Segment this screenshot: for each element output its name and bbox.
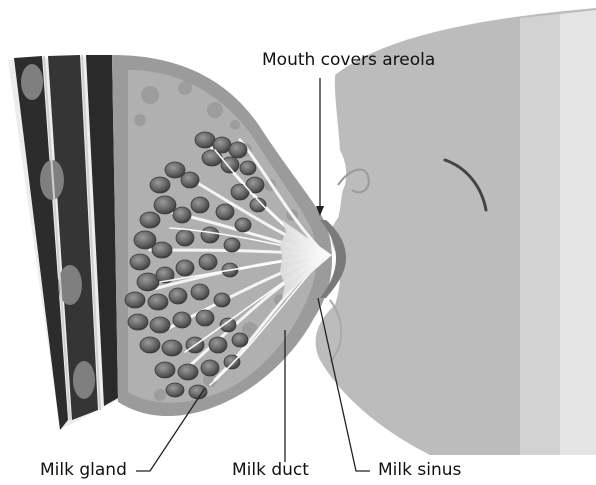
milk-sinus-label: Milk sinus xyxy=(378,462,461,479)
milk-duct-label: Milk duct xyxy=(232,462,309,479)
milk-gland-label: Milk gland xyxy=(40,462,127,479)
chest-wall xyxy=(8,55,120,430)
baby-face xyxy=(316,8,596,455)
muscle-oval xyxy=(21,64,43,100)
muscle-oval xyxy=(73,361,95,399)
mouth-covers-areola-label: Mouth covers areola xyxy=(262,52,435,69)
breast xyxy=(112,55,346,416)
